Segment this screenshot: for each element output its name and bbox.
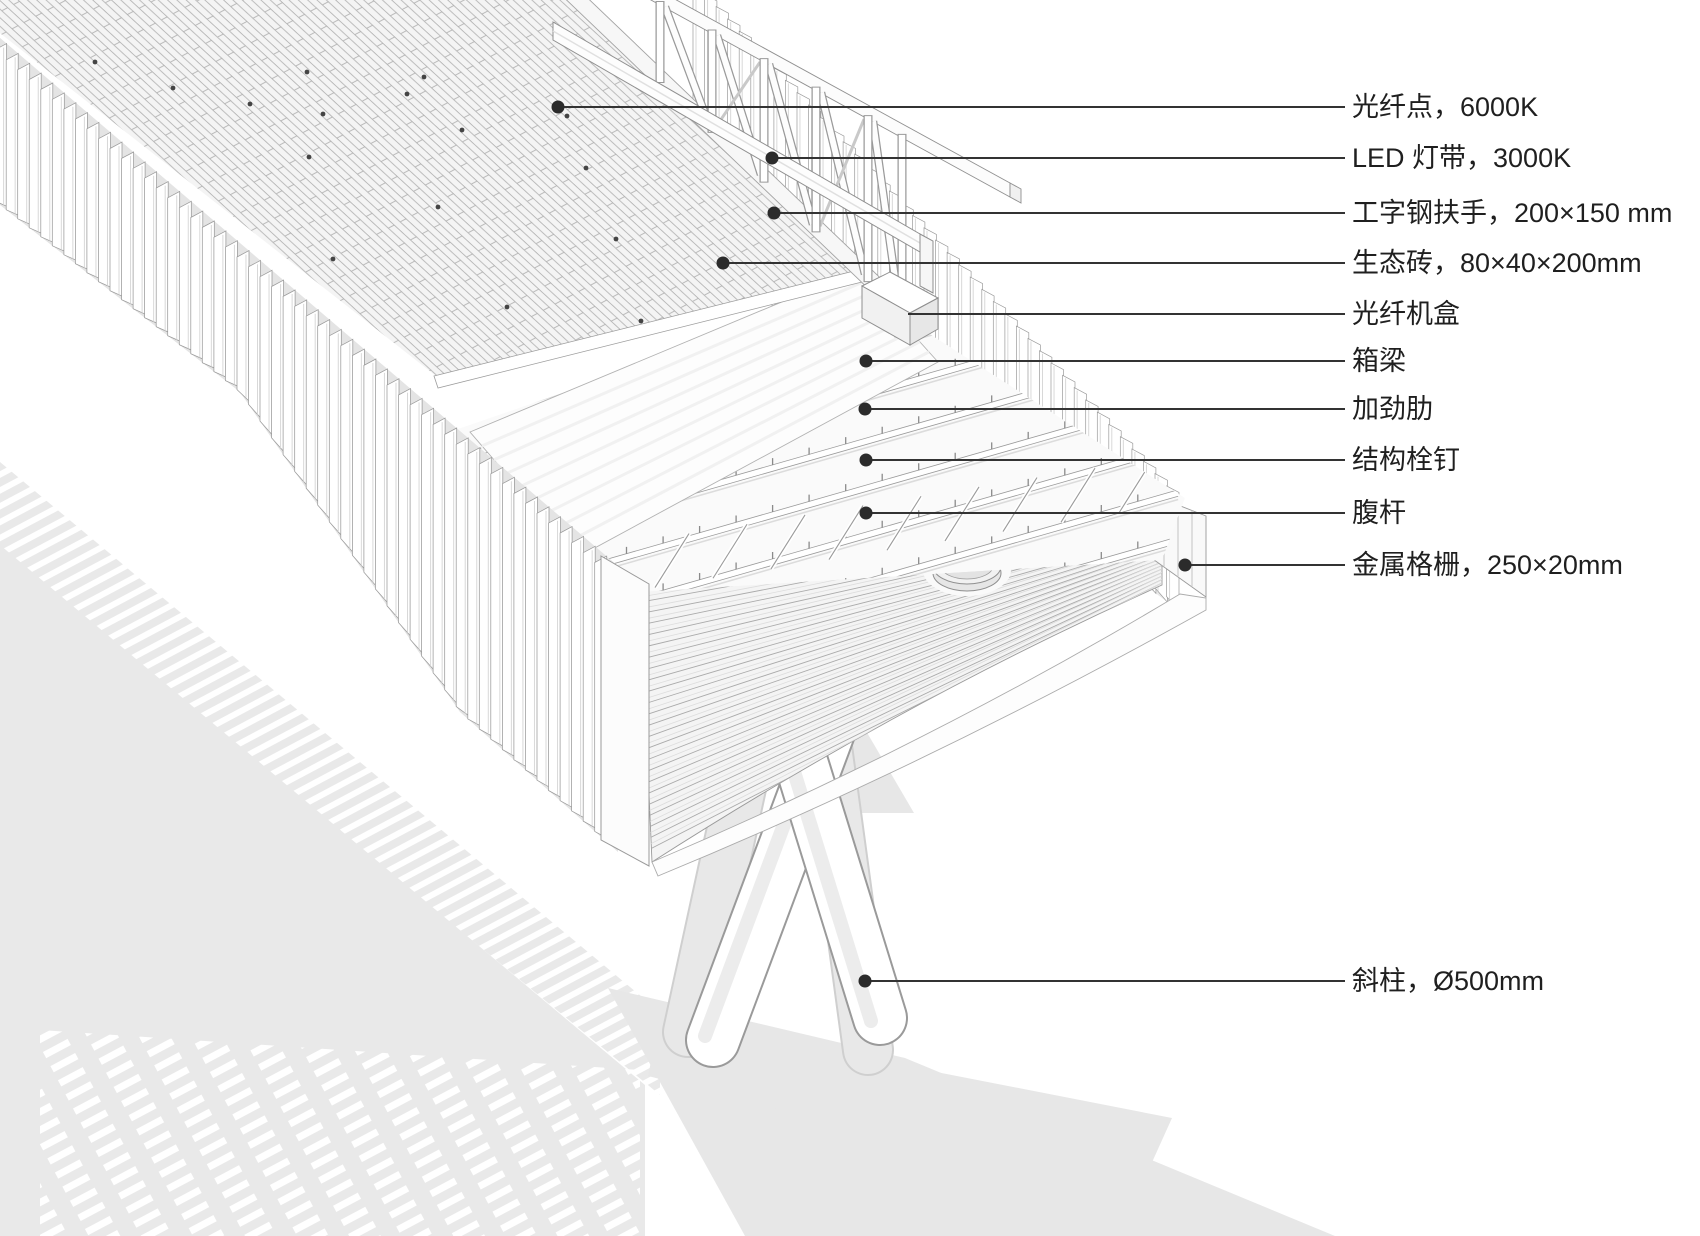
leader-dot xyxy=(859,506,873,520)
leader-dot xyxy=(859,354,873,368)
leader-dot xyxy=(858,402,872,416)
fiber-optic-box xyxy=(860,271,940,346)
leader-lines xyxy=(551,100,1345,988)
leader-dot xyxy=(551,100,565,114)
leader-dot xyxy=(716,256,730,270)
soffit-edge xyxy=(651,593,1207,877)
fiber-optic-points xyxy=(92,59,644,324)
ground-shadow xyxy=(0,462,1335,1236)
leader-dot xyxy=(767,206,781,220)
leader-dot xyxy=(859,453,873,467)
leader-dot xyxy=(1178,558,1192,572)
metal-grille-near xyxy=(0,37,618,852)
box-girder-plate xyxy=(469,270,939,558)
leader-dot xyxy=(858,974,872,988)
corner-fin xyxy=(600,555,650,867)
leader-dot xyxy=(765,151,779,165)
far-handrail-beam xyxy=(650,0,1022,204)
